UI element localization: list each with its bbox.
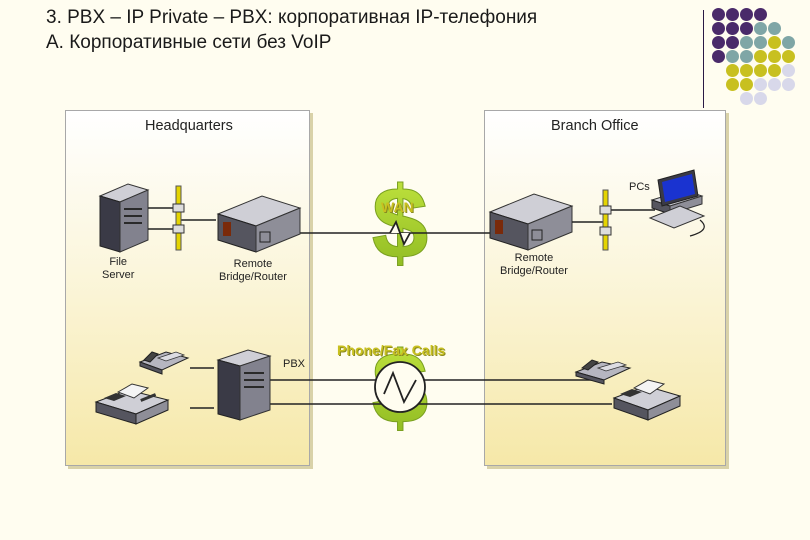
- decor-dot: [782, 50, 795, 63]
- file-server-label: File Server: [102, 256, 135, 281]
- hq-lan-hub: [148, 185, 216, 251]
- decor-dot: [726, 36, 739, 49]
- wan-dollar-icon: $: [372, 166, 429, 280]
- decor-dot: [768, 36, 781, 49]
- decor-dot: [782, 64, 795, 77]
- decor-dot: [726, 78, 739, 91]
- decor-dot: [768, 22, 781, 35]
- decor-dot: [768, 64, 781, 77]
- decor-dot: [726, 50, 739, 63]
- branch-office-panel: [484, 110, 726, 466]
- decor-dot: [782, 36, 795, 49]
- hq-fax-icon: [94, 383, 170, 425]
- slide-subtitle: А. Корпоративные сети без VoIP: [46, 32, 332, 53]
- hq-router-label: Remote Bridge/Router: [219, 258, 287, 283]
- pcs-label: PCs: [629, 181, 650, 193]
- decor-dot: [754, 36, 767, 49]
- decor-dot: [768, 50, 781, 63]
- decor-dot: [740, 78, 753, 91]
- decor-dot: [754, 64, 767, 77]
- decor-dot: [754, 92, 767, 105]
- pc-icon: [648, 169, 706, 237]
- decor-dot: [754, 50, 767, 63]
- pbx-label: PBX: [283, 358, 306, 370]
- hq-router-icon: [216, 195, 302, 253]
- decor-dot: [740, 8, 753, 21]
- decor-dot: [754, 22, 767, 35]
- branch-fax-icon: [612, 379, 682, 421]
- pbx-icon: [216, 349, 272, 421]
- decor-dot-grid: [712, 8, 810, 106]
- decor-dot: [754, 8, 767, 21]
- branch-office-title: Branch Office: [551, 118, 639, 134]
- decor-dot: [712, 50, 725, 63]
- decor-dot: [712, 8, 725, 21]
- hq-phone-icon: [138, 351, 190, 375]
- decor-dot: [754, 78, 767, 91]
- branch-lan-hub: [572, 189, 655, 251]
- decor-dot: [740, 22, 753, 35]
- slide-title: 3. PBX – IP Private – PBX: корпоративная…: [46, 7, 538, 28]
- decor-dot: [740, 64, 753, 77]
- headquarters-title: Headquarters: [145, 118, 233, 134]
- decor-dot: [712, 36, 725, 49]
- phone-fax-calls-label: Phone/Fax Calls: [337, 342, 446, 358]
- decor-dot: [740, 36, 753, 49]
- branch-router-label: Remote Bridge/Router: [500, 252, 568, 277]
- branch-router-icon: [488, 193, 574, 251]
- decor-dot: [726, 8, 739, 21]
- file-server-icon: [98, 183, 150, 253]
- wan-label: WAN: [381, 199, 414, 215]
- decor-dot: [782, 78, 795, 91]
- wan-link: [270, 219, 500, 247]
- decor-dot: [712, 22, 725, 35]
- decor-dot: [768, 78, 781, 91]
- decor-divider: [703, 10, 704, 108]
- decor-dot: [740, 92, 753, 105]
- phone-fax-lines: [190, 361, 612, 413]
- decor-dot: [740, 50, 753, 63]
- decor-dot: [726, 22, 739, 35]
- decor-dot: [726, 64, 739, 77]
- branch-phone-icon: [574, 359, 632, 385]
